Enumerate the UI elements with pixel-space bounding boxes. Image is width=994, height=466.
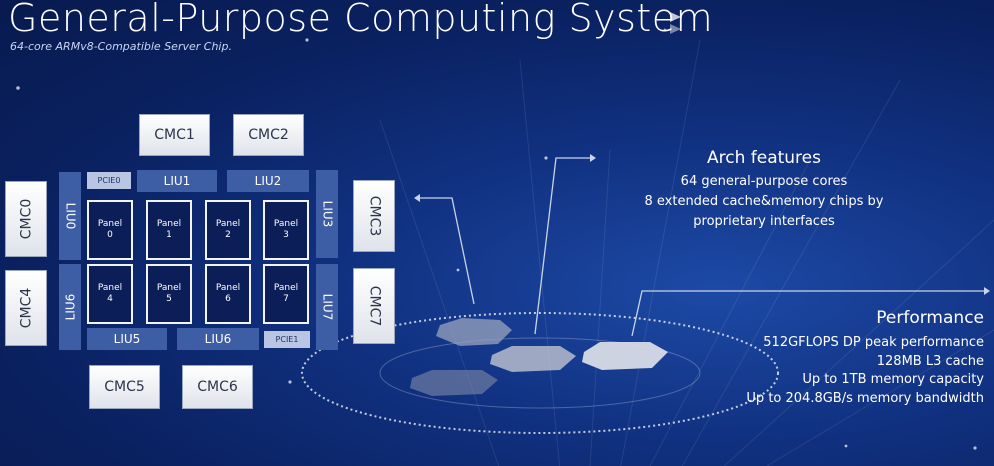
- cmc0-block: CMC0: [5, 181, 47, 257]
- liu5-label: LIU5: [113, 332, 141, 346]
- liu6-bottom-label: LIU6: [204, 332, 232, 346]
- liu7-bar: LIU7: [316, 264, 338, 350]
- cmc3-block: CMC3: [353, 180, 395, 252]
- liu3-bar: LIU3: [316, 170, 338, 258]
- page-subtitle: 64-core ARMv8-Compatible Server Chip.: [10, 40, 232, 53]
- panel-label: Panel: [156, 219, 182, 229]
- panel-number: 3: [283, 230, 289, 240]
- liu5-bar: LIU5: [87, 328, 167, 350]
- arch-feature-line: proprietary interfaces: [693, 214, 835, 229]
- cmc5-block: CMC5: [89, 365, 160, 409]
- cmc2-block: CMC2: [233, 114, 304, 156]
- cmc1-block: CMC1: [139, 114, 210, 156]
- performance-heading: Performance: [876, 308, 984, 328]
- panel-label: Panel: [273, 283, 299, 293]
- panel-label: Panel: [97, 283, 123, 293]
- arch-feature-line: 8 extended cache&memory chips by: [644, 194, 884, 209]
- panel-label: Panel: [97, 219, 123, 229]
- liu6-left-bar: LIU6: [59, 264, 81, 350]
- panel-number: 0: [107, 230, 113, 240]
- liu2-label: LIU2: [254, 174, 282, 188]
- cmc7-block: CMC7: [353, 268, 395, 344]
- arch-features-section: Arch features 64 general-purpose cores 8…: [614, 148, 914, 232]
- logo-icon: [670, 12, 681, 34]
- performance-line: Up to 204.8GB/s memory bandwidth: [746, 390, 984, 406]
- arch-features-heading: Arch features: [706, 148, 821, 168]
- panel-number: 6: [225, 294, 231, 304]
- cmc6-label: CMC6: [197, 379, 238, 395]
- performance-line: 128MB L3 cache: [876, 353, 984, 369]
- cmc4-label: CMC4: [18, 287, 35, 329]
- panel-number: 1: [166, 230, 172, 240]
- arch-feature-line: 64 general-purpose cores: [680, 174, 848, 189]
- liu1-label: LIU1: [163, 174, 191, 188]
- cmc4-block: CMC4: [5, 270, 47, 346]
- performance-line: Up to 1TB memory capacity: [802, 372, 984, 387]
- cmc1-label: CMC1: [154, 127, 195, 143]
- panel-number: 5: [166, 294, 172, 304]
- performance-line: 512GFLOPS DP peak performance: [763, 335, 984, 350]
- cmc3-label: CMC3: [366, 195, 383, 237]
- cmc2-label: CMC2: [248, 127, 289, 143]
- panel-label: Panel: [215, 283, 241, 293]
- liu0-label: LIU0: [63, 202, 77, 230]
- panel-number: 7: [283, 294, 289, 304]
- liu2-bar: LIU2: [227, 170, 309, 192]
- panel-label: Panel: [215, 219, 241, 229]
- liu3-label: LIU3: [320, 200, 334, 228]
- panel-number: 4: [107, 294, 113, 304]
- liu6-bottom-bar: LIU6: [177, 328, 259, 350]
- liu7-label: LIU7: [320, 293, 334, 321]
- panel-number: 2: [225, 230, 231, 240]
- liu1-bar: LIU1: [137, 170, 217, 192]
- panel-label: Panel: [273, 219, 299, 229]
- cmc6-block: CMC6: [182, 365, 253, 409]
- liu0-bar: LIU0: [59, 172, 81, 260]
- page-title: General-Purpose Computing System: [8, 0, 714, 40]
- cmc0-label: CMC0: [18, 198, 35, 240]
- panel-label: Panel: [156, 283, 182, 293]
- pcie1-block: PCIE1: [264, 331, 310, 348]
- performance-section: Performance 512GFLOPS DP peak performanc…: [746, 308, 984, 408]
- cmc7-label: CMC7: [366, 285, 383, 327]
- cmc5-label: CMC5: [104, 379, 145, 395]
- liu6-left-label: LIU6: [63, 293, 77, 321]
- pcie0-block: PCIE0: [87, 172, 131, 189]
